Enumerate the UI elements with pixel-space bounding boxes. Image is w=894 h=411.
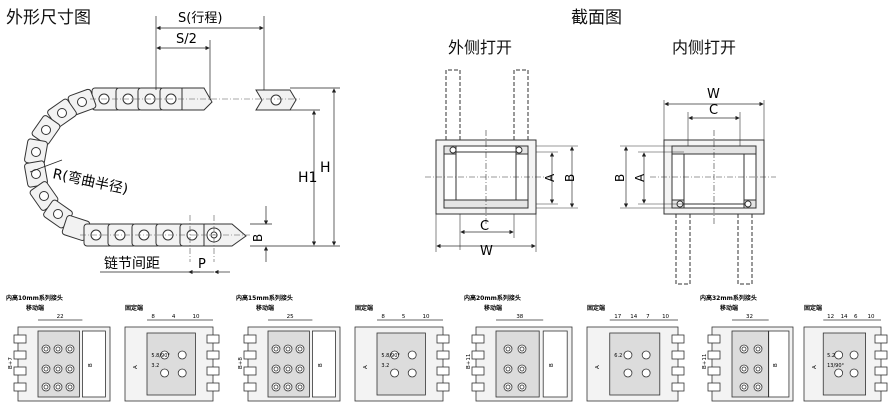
connector-title: 内高10mm系列接头 [6,294,63,302]
a-dim-label: A [595,365,601,369]
fixed-end-label: 固定端 [125,304,143,312]
dim-top-fixed: 10 [662,314,669,320]
side-dim-label: B+8 [238,357,244,369]
dim-height: H [320,160,331,176]
dim-top-fixed: 12 [827,314,834,320]
moving-end-label: 移动端 [256,304,274,312]
connector-title: 内高15mm系列接头 [236,294,293,302]
dim-top-fixed: 7 [646,314,650,320]
dim-height1: H1 [298,170,317,186]
inner-open-title: 内侧打开 [672,38,737,57]
a-dim-label: A [133,365,139,369]
dim-top-fixed: 6 [854,314,858,320]
dim-top-fixed: 14 [630,314,637,320]
dim-top-moving: 25 [287,314,294,320]
outer-dim-w: W [480,244,493,259]
hole-note: 3.2 [151,363,159,369]
dim-pitch-label: 链节间距 [104,256,160,272]
hole-note: 13/90° [827,363,844,369]
dim-top-fixed: 14 [841,314,848,320]
section-title: 截面图 [571,8,622,28]
dim-top-moving: 22 [57,314,64,320]
connector-title: 内高32mm系列接头 [700,294,757,302]
dim-half-stroke: S/2 [176,32,197,47]
hole-note: 5.8/90° [381,353,400,359]
chain-bend [24,88,97,241]
moving-end-label: 移动端 [484,304,502,312]
dim-top-fixed: 8 [381,314,385,320]
inner-dim-a: A [633,173,647,182]
chain-dimension-lines [29,16,340,275]
dim-top-fixed: 5 [402,314,406,320]
connector-title: 内高20mm系列接头 [464,294,521,302]
mid-dim-label: B [549,363,555,367]
side-dim-label: B+11 [702,354,708,369]
dim-top-fixed: 10 [868,314,875,320]
hole-note: 5.2 [827,353,835,359]
dim-top-moving: 38 [516,314,523,320]
outer-dim-b: B [563,174,577,182]
chain-centerlines [80,98,300,262]
chain-top-end [255,89,297,111]
moving-end-label: 移动端 [720,304,738,312]
dim-stroke: S(行程) [178,11,222,26]
outer-dim-a: A [543,173,557,182]
dim-top-fixed: 10 [192,314,199,320]
fixed-end-label: 固定端 [355,304,373,312]
outer-open-title: 外侧打开 [448,38,513,57]
inner-dim-w: W [707,87,720,102]
dim-b-chain: B [251,234,265,242]
dim-top-fixed: 17 [614,314,621,320]
dim-top-fixed: 4 [172,314,176,320]
inner-dim-c: C [709,103,718,118]
moving-end-label: 移动端 [26,304,44,312]
mid-dim-label: B [88,363,94,367]
dim-top-fixed: 8 [151,314,155,320]
a-dim-label: A [363,365,369,369]
mid-dim-label: B [773,363,779,367]
fixed-end-label: 固定端 [804,304,822,312]
dim-pitch: P [198,257,206,272]
dim-top-fixed: 10 [422,314,429,320]
side-dim-label: B+7 [8,357,14,369]
outline-title: 外形尺寸图 [6,8,91,28]
hole-note: 3.2 [381,363,389,369]
a-dim-label: A [812,365,818,369]
fixed-end-label: 固定端 [587,304,605,312]
dim-top-moving: 32 [746,314,753,320]
inner-dim-b: B [613,174,627,182]
outer-dim-c: C [480,219,489,234]
mid-dim-label: B [318,363,324,367]
hole-note: 5.8/90° [151,353,170,359]
hole-note: 6.2 [614,353,622,359]
side-dim-label: B+11 [466,354,472,369]
